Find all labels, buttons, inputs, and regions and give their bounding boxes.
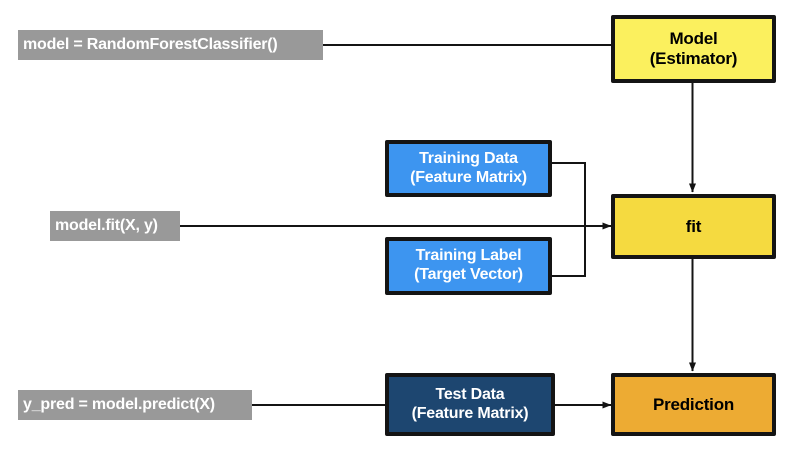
node-model: Model (Estimator) — [611, 15, 776, 83]
node-training-label-line-1: Training Label — [415, 247, 522, 265]
node-fit-line-1: fit — [685, 216, 702, 236]
code-label-constructor: model = RandomForestClassifier() — [18, 30, 323, 60]
code-label-fit-call: model.fit(X, y) — [50, 211, 180, 241]
node-training-data-line-1: Training Data — [419, 149, 518, 167]
node-training-label-line-2: (Target Vector) — [414, 266, 523, 283]
edge-training-data-to-bus — [552, 162, 586, 226]
node-fit: fit — [611, 194, 776, 259]
node-test-data: Test Data (Feature Matrix) — [385, 373, 555, 436]
node-model-line-2: (Estimator) — [649, 49, 738, 68]
node-test-data-line-2: (Feature Matrix) — [411, 404, 529, 422]
code-label-text: model.fit(X, y) — [55, 217, 158, 234]
node-model-line-1: Model — [669, 29, 718, 49]
node-training-label: Training Label (Target Vector) — [385, 237, 552, 295]
node-prediction-line-1: Prediction — [652, 394, 735, 414]
node-prediction: Prediction — [611, 373, 776, 436]
code-label-text: y_pred = model.predict(X) — [23, 396, 215, 413]
code-label-text: model = RandomForestClassifier() — [23, 36, 278, 53]
node-training-data-line-2: (Feature Matrix) — [410, 168, 527, 186]
node-training-data: Training Data (Feature Matrix) — [385, 140, 552, 197]
code-label-predict-call: y_pred = model.predict(X) — [18, 390, 252, 420]
node-test-data-line-1: Test Data — [435, 385, 505, 403]
edge-training-label-to-bus — [552, 226, 586, 277]
